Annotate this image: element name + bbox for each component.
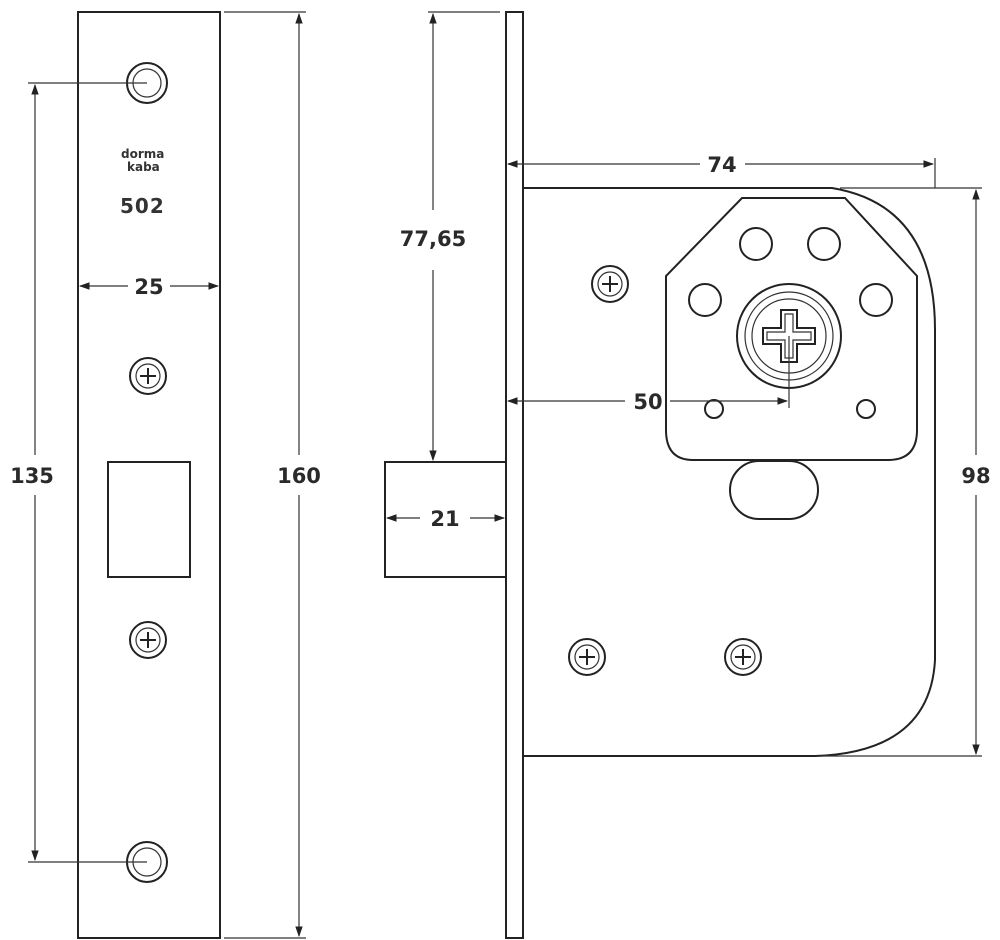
model-number: 502: [120, 194, 165, 218]
dimension-label-21: 21: [430, 507, 459, 531]
dimension-hole-spacing: 135: [10, 82, 147, 863]
dimension-label-98: 98: [961, 464, 990, 488]
plate-small-hole-icon: [704, 399, 724, 419]
lock-case: [522, 187, 936, 757]
dimension-label-77-65: 77,65: [400, 227, 466, 251]
plate-small-hole-icon: [856, 399, 876, 419]
case-upper-screw-icon: [591, 265, 629, 303]
dimension-bolt-throw: 21: [385, 507, 506, 531]
brand-line-2: kaba: [127, 160, 160, 174]
follower-slot: [729, 460, 819, 520]
deadbolt: [384, 461, 507, 578]
dimension-faceplate-width: 25: [78, 275, 220, 299]
lock-side-view: [384, 11, 936, 939]
dimension-backset: 50: [506, 336, 790, 414]
faceplate-lower-screw-icon: [129, 621, 167, 659]
dimension-case-depth: 74: [506, 153, 936, 188]
bolt-opening: [107, 461, 191, 578]
faceplate-outline: [77, 11, 221, 939]
case-lower-right-screw-icon: [724, 638, 762, 676]
plate-hole-icon: [739, 227, 773, 261]
dimension-bolt-height: 77,65: [400, 11, 500, 462]
forend-strip: [505, 11, 524, 939]
faceplate-front-view: dorma kaba 502: [77, 11, 221, 939]
plate-hole-icon: [807, 227, 841, 261]
dimension-label-50: 50: [633, 390, 662, 414]
dimension-faceplate-height: 160: [224, 11, 321, 939]
dimension-label-160: 160: [277, 464, 321, 488]
faceplate-upper-screw-icon: [129, 357, 167, 395]
dimension-label-74: 74: [707, 153, 736, 177]
dimension-case-height: 98: [820, 187, 991, 757]
dimension-label-25: 25: [134, 275, 163, 299]
brand-line-1: dorma: [121, 147, 164, 161]
case-lower-left-screw-icon: [568, 638, 606, 676]
cylinder-mounting-plate: [665, 197, 918, 461]
plate-hole-icon: [688, 283, 722, 317]
dimension-label-135: 135: [10, 464, 54, 488]
plate-hole-icon: [859, 283, 893, 317]
